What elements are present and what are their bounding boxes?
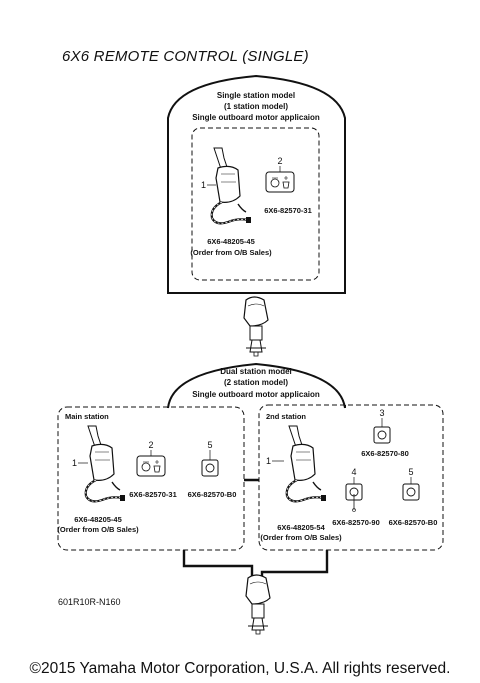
main-item1-part: 6X6-48205-45 [74, 515, 122, 524]
remote-control-icon [210, 146, 253, 225]
main-push-switch-icon [201, 459, 219, 477]
second-item4-part: 6X6-82570-90 [332, 518, 380, 527]
main-station-label: Main station [65, 412, 109, 421]
main-item2-number: 2 [148, 440, 153, 450]
second-item1-note: (Order from O/B Sales) [260, 533, 342, 542]
single-header-line1: Single station model [217, 91, 295, 100]
second-item1-number: 1 [266, 456, 271, 466]
key-switch-icon [265, 171, 295, 193]
main-remote-control-icon [84, 424, 127, 503]
main-item1-note: (Order from O/B Sales) [57, 525, 139, 534]
main-item1-number: 1 [72, 458, 77, 468]
single-dashed-box [191, 127, 320, 281]
second-remote-control-icon [285, 424, 328, 503]
dual-outboard-motor-icon [245, 574, 271, 635]
main-station-box [57, 406, 245, 551]
main-item5-part: 6X6-82570-B0 [188, 490, 237, 499]
second-station-box [258, 404, 444, 551]
second-item5-number: 5 [408, 467, 413, 477]
second-item3-number: 3 [379, 408, 384, 418]
reference-code: 601R10R-N160 [58, 597, 121, 607]
single-item1-number: 1 [201, 180, 206, 190]
second-item5-part: 6X6-82570-B0 [389, 518, 438, 527]
single-item2-number: 2 [277, 156, 282, 166]
dual-connection-lines [182, 478, 329, 578]
page-title: 6X6 REMOTE CONTROL (SINGLE) [62, 48, 309, 65]
second-item4-number: 4 [351, 467, 356, 477]
second-push-switch-3-icon [373, 426, 391, 444]
single-header-line3: Single outboard motor applicaion [192, 113, 320, 122]
dual-outline [167, 362, 346, 409]
second-item1-part: 6X6-48205-54 [277, 523, 325, 532]
dual-header-line2: (2 station model) [224, 378, 288, 387]
second-item3-part: 6X6-82570-80 [361, 449, 409, 458]
single-item1-note: (Order from O/B Sales) [190, 248, 272, 257]
main-item5-number: 5 [207, 440, 212, 450]
main-key-switch-icon [136, 455, 166, 477]
second-push-switch-5-icon [402, 483, 420, 501]
dual-header-line1: Dual station model [220, 367, 292, 376]
copyright-notice: ©2015 Yamaha Motor Corporation, U.S.A. A… [29, 660, 451, 677]
single-item1-part: 6X6-48205-45 [207, 237, 255, 246]
single-outline [167, 74, 346, 294]
main-item2-part: 6X6-82570-31 [129, 490, 177, 499]
second-station-label: 2nd station [266, 412, 306, 421]
second-key-switch-icon [345, 483, 363, 512]
outboard-motor-icon [243, 296, 269, 357]
dual-header-line3: Single outboard motor applicaion [192, 390, 320, 399]
single-item2-part: 6X6-82570-31 [264, 206, 312, 215]
single-header-line2: (1 station model) [224, 102, 288, 111]
